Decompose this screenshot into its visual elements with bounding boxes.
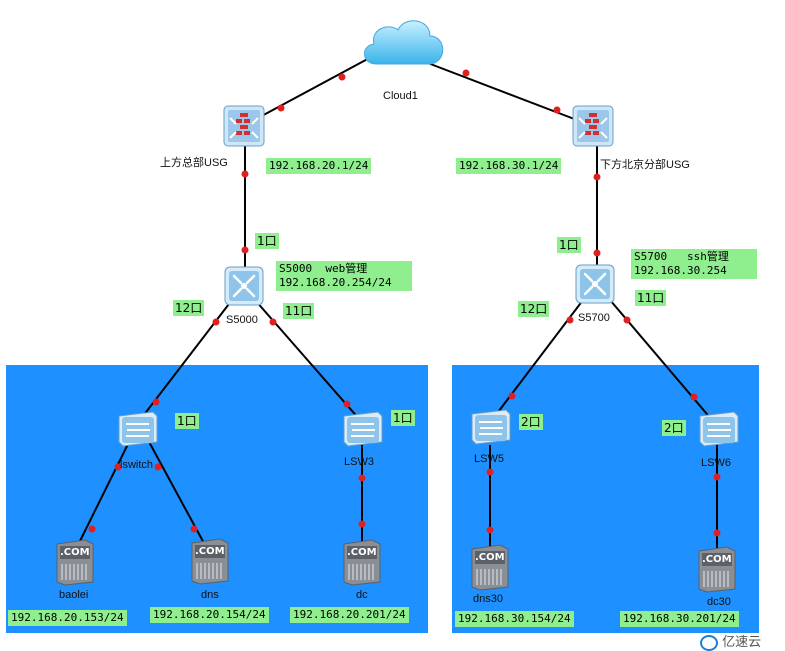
server-dns-ip: 192.168.20.154/24: [150, 607, 269, 623]
s5700-right-port: 11口: [635, 290, 667, 306]
server-dc30-ip: 192.168.30.201/24: [620, 611, 739, 627]
link-endpoint-dot: [88, 525, 96, 533]
server-icon-text: .COM: [60, 547, 90, 558]
lsw6-port: 2口: [662, 420, 686, 436]
headquarters-zone: [6, 365, 428, 633]
lsw3-port: 1口: [391, 410, 415, 426]
link-endpoint-dot: [593, 249, 601, 257]
link-endpoint-dot: [277, 104, 285, 112]
server-icon[interactable]: .COM: [342, 538, 382, 586]
server-icon-text: .COM: [195, 546, 225, 557]
link-endpoint-dot: [152, 398, 160, 406]
server-icon-text: .COM: [702, 554, 732, 565]
server-shape: [698, 546, 736, 593]
server-baolei-label: baolei: [59, 589, 89, 601]
firewall-icon[interactable]: [222, 104, 266, 148]
link-endpoint-dot: [358, 474, 366, 482]
core-switch-icon[interactable]: [223, 265, 265, 307]
link-endpoint-dot: [212, 318, 220, 326]
link-endpoint-dot: [154, 463, 162, 471]
link-endpoint-dot: [593, 173, 601, 181]
lswitch-label: lswitch: [120, 459, 154, 471]
cloud-icon[interactable]: [358, 12, 448, 72]
server-shape: [343, 539, 381, 586]
s5000-mgmt-line2: 192.168.20.254/24: [279, 276, 392, 289]
s5000-left-port: 12口: [173, 300, 205, 316]
server-baolei-ip: 192.168.20.153/24: [8, 610, 127, 626]
watermark: 亿速云: [700, 631, 761, 651]
link-endpoint-dot: [114, 463, 122, 471]
server-dc30-label: dc30: [707, 596, 731, 608]
server-shape: [191, 538, 229, 585]
access-switch-icon[interactable]: [115, 408, 159, 448]
access-switch-icon[interactable]: [468, 406, 512, 446]
link-endpoint-dot: [508, 392, 516, 400]
link-endpoint-dot: [690, 393, 698, 401]
link-endpoint-dot: [713, 473, 721, 481]
server-dns-label: dns: [201, 589, 219, 601]
server-icon[interactable]: .COM: [190, 537, 230, 585]
s5700-mgmt-tag: S5700 ssh管理 192.168.30.254: [631, 249, 757, 279]
link-endpoint-dot: [566, 316, 574, 324]
s5000-up-port: 1口: [255, 233, 279, 249]
link-endpoint-dot: [358, 520, 366, 528]
link-endpoint-dot: [486, 468, 494, 476]
link-endpoint-dot: [338, 73, 346, 81]
lsw5-label: LSW5: [474, 453, 504, 465]
firewall-right-label: 下方北京分部USG: [600, 159, 690, 171]
link-lswitch-baolei: [77, 439, 131, 546]
link-endpoint-dot: [713, 529, 721, 537]
firewall-right-ip: 192.168.30.1/24: [456, 158, 562, 174]
link-endpoint-dot: [553, 106, 561, 114]
link-endpoint-dot: [269, 318, 277, 326]
link-endpoint-dot: [241, 246, 249, 254]
link-endpoint-dot: [241, 170, 249, 178]
core-switch-icon[interactable]: [574, 263, 616, 305]
watermark-logo-icon: [700, 634, 718, 651]
server-dc-label: dc: [356, 589, 368, 601]
link-endpoint-dot: [486, 526, 494, 534]
server-icon-text: .COM: [475, 552, 505, 563]
access-switch-icon[interactable]: [340, 408, 384, 448]
firewall-left-label: 上方总部USG: [160, 157, 228, 169]
link-cloud-usg-left: [244, 54, 376, 126]
core-switch-left-label: S5000: [226, 314, 258, 326]
s5000-mgmt-line1: S5000 web管理: [279, 262, 368, 275]
watermark-text: 亿速云: [722, 635, 762, 650]
server-shape: [471, 544, 509, 591]
s5700-left-port: 12口: [518, 301, 550, 317]
link-endpoint-dot: [462, 69, 470, 77]
server-dns30-label: dns30: [473, 593, 503, 605]
server-dc-ip: 192.168.20.201/24: [290, 607, 409, 623]
lsw6-label: LSW6: [701, 457, 731, 469]
lsw5-port: 2口: [519, 414, 543, 430]
link-endpoint-dot: [623, 316, 631, 324]
link-cloud-usg-right: [419, 59, 591, 126]
lswitch-port: 1口: [175, 413, 199, 429]
s5700-mgmt-line1: S5700 ssh管理: [634, 250, 729, 263]
core-switch-right-label: S5700: [578, 312, 610, 324]
s5000-mgmt-tag: S5000 web管理 192.168.20.254/24: [276, 261, 412, 291]
server-icon[interactable]: .COM: [55, 538, 95, 586]
link-endpoint-dot: [343, 400, 351, 408]
link-endpoint-dot: [190, 525, 198, 533]
server-icon[interactable]: .COM: [697, 545, 737, 593]
s5700-up-port: 1口: [557, 237, 581, 253]
server-shape: [56, 539, 94, 586]
server-icon-text: .COM: [347, 547, 377, 558]
s5700-mgmt-line2: 192.168.30.254: [634, 264, 727, 277]
server-dns30-ip: 192.168.30.154/24: [455, 611, 574, 627]
firewall-left-ip: 192.168.20.1/24: [266, 158, 372, 174]
firewall-icon[interactable]: [571, 104, 615, 148]
server-icon[interactable]: .COM: [470, 543, 510, 591]
s5000-right-port: 11口: [283, 303, 315, 319]
access-switch-icon[interactable]: [696, 408, 740, 448]
cloud-label: Cloud1: [383, 90, 418, 102]
lsw3-label: LSW3: [344, 456, 374, 468]
